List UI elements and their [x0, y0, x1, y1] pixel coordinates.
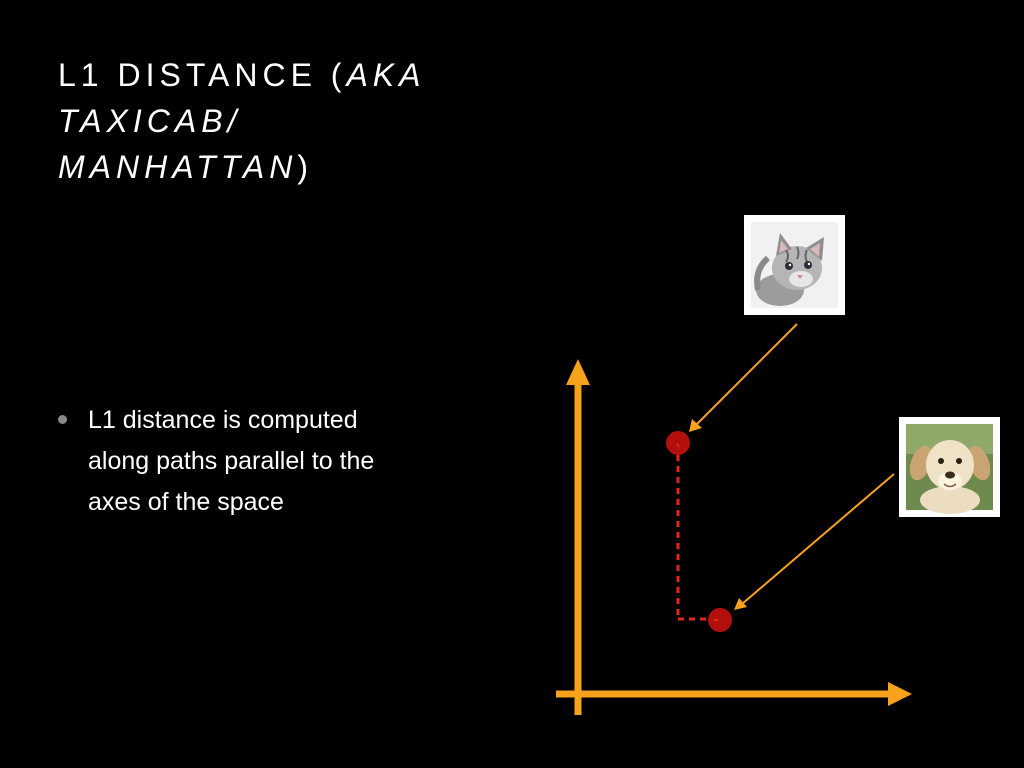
- title-line: L1 DISTANCE (AKA: [58, 52, 478, 98]
- title-segment: MANHATTAN: [58, 149, 298, 185]
- title-segment: AKA: [346, 57, 426, 93]
- bullet-item: L1 distance is computed along paths para…: [58, 400, 458, 523]
- title-line: TAXICAB/: [58, 98, 478, 144]
- l1-path: [676, 444, 718, 621]
- title-line: MANHATTAN): [58, 144, 478, 190]
- title-segment: ): [297, 149, 314, 185]
- puppy-pointer-arrow: [734, 473, 895, 610]
- title-segment: L1 DISTANCE (: [58, 57, 347, 93]
- puppy-photo: [899, 417, 1000, 517]
- bullet-list: L1 distance is computed along paths para…: [58, 400, 458, 523]
- bullet-dot-icon: [58, 415, 67, 424]
- x-axis: [556, 682, 912, 706]
- bullet-line: L1 distance is computed: [88, 406, 358, 434]
- puppy-point: [708, 608, 732, 632]
- bullet-line: along paths parallel to the: [88, 447, 375, 475]
- kitten-pointer-arrow: [689, 323, 798, 432]
- title-segment: TAXICAB/: [58, 103, 242, 139]
- y-axis: [566, 359, 590, 715]
- slide-title: L1 DISTANCE (AKA TAXICAB/ MANHATTAN): [58, 52, 478, 190]
- kitten-point: [666, 431, 690, 455]
- kitten-photo: [744, 215, 845, 315]
- bullet-line: axes of the space: [88, 488, 284, 516]
